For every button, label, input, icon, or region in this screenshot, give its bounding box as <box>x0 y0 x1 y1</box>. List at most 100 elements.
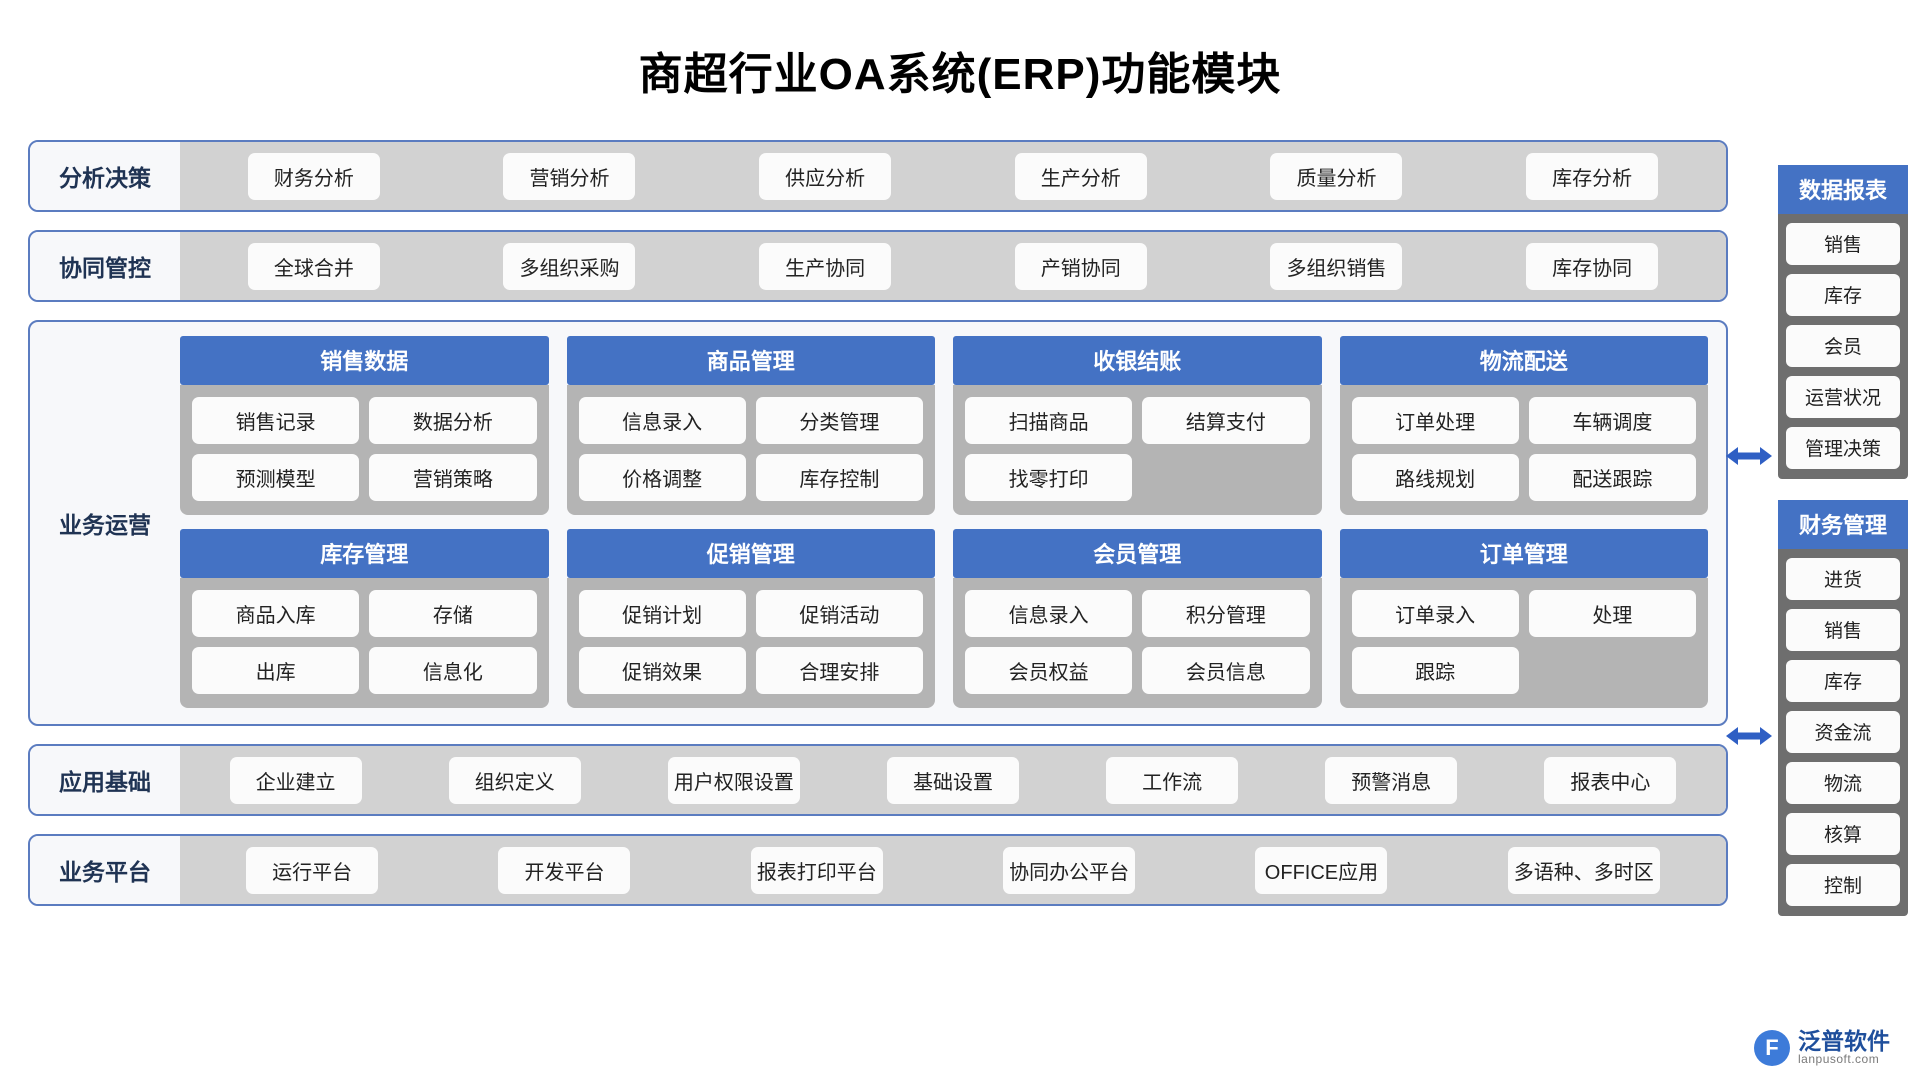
card-inventory-title: 库存管理 <box>180 529 549 578</box>
chip-collab-0[interactable]: 全球合并 <box>247 242 380 290</box>
chip-promotion-1[interactable]: 促销活动 <box>755 590 923 637</box>
chip-member-2[interactable]: 会员权益 <box>965 647 1133 694</box>
chip-logistics-1[interactable]: 车辆调度 <box>1528 397 1696 444</box>
sidebar-item-reports-4[interactable]: 管理决策 <box>1786 427 1900 469</box>
chip-inventory-2[interactable]: 出库 <box>192 647 360 694</box>
sidebar-item-finance-2[interactable]: 库存 <box>1786 660 1900 702</box>
sidebar-item-finance-6[interactable]: 控制 <box>1786 864 1900 906</box>
row-application-base-label: 应用基础 <box>30 746 180 814</box>
row-business-platform-items: 运行平台 开发平台 报表打印平台 协同办公平台 OFFICE应用 多语种、多时区 <box>180 836 1726 904</box>
sidebar-item-finance-3[interactable]: 资金流 <box>1786 711 1900 753</box>
chip-product-0[interactable]: 信息录入 <box>578 397 746 444</box>
chip-analysis-4[interactable]: 质量分析 <box>1270 152 1403 200</box>
card-logistics-title: 物流配送 <box>1339 336 1708 385</box>
chip-product-3[interactable]: 库存控制 <box>755 454 923 501</box>
card-product-management: 商品管理 信息录入 分类管理 价格调整 库存控制 <box>566 336 935 515</box>
chip-sales-3[interactable]: 营销策略 <box>369 454 537 501</box>
chip-sales-2[interactable]: 预测模型 <box>192 454 360 501</box>
chip-member-0[interactable]: 信息录入 <box>965 590 1133 637</box>
row-business-platform: 业务平台 运行平台 开发平台 报表打印平台 协同办公平台 OFFICE应用 多语… <box>28 834 1728 906</box>
chip-sales-0[interactable]: 销售记录 <box>192 397 360 444</box>
logo-company-url: lanpusoft.com <box>1798 1052 1880 1067</box>
sidebar-item-finance-4[interactable]: 物流 <box>1786 762 1900 804</box>
chip-collab-2[interactable]: 生产协同 <box>759 242 892 290</box>
card-promotion-items: 促销计划 促销活动 促销效果 合理安排 <box>566 578 935 708</box>
card-order-management: 订单管理 订单录入 处理 跟踪 <box>1339 529 1708 708</box>
chip-logistics-3[interactable]: 配送跟踪 <box>1528 454 1696 501</box>
chip-inventory-3[interactable]: 信息化 <box>369 647 537 694</box>
chip-platform-1[interactable]: 开发平台 <box>498 846 631 894</box>
chip-sales-1[interactable]: 数据分析 <box>369 397 537 444</box>
chip-logistics-2[interactable]: 路线规划 <box>1351 454 1519 501</box>
page-title: 商超行业OA系统(ERP)功能模块 <box>638 50 1282 99</box>
row-collaboration-items: 全球合并 多组织采购 生产协同 产销协同 多组织销售 库存协同 <box>180 232 1726 300</box>
card-order-management-items: 订单录入 处理 跟踪 <box>1339 578 1708 708</box>
chip-product-1[interactable]: 分类管理 <box>755 397 923 444</box>
card-product-management-items: 信息录入 分类管理 价格调整 库存控制 <box>566 385 935 515</box>
sidebar-item-reports-1[interactable]: 库存 <box>1786 274 1900 316</box>
chip-collab-4[interactable]: 多组织销售 <box>1270 242 1403 290</box>
chip-product-2[interactable]: 价格调整 <box>578 454 746 501</box>
brand-logo: F 泛普软件 lanpusoft.com <box>1754 1029 1890 1066</box>
card-checkout: 收银结账 扫描商品 结算支付 找零打印 <box>953 336 1322 515</box>
row-collaboration: 协同管控 全球合并 多组织采购 生产协同 产销协同 多组织销售 库存协同 <box>28 230 1728 302</box>
chip-inventory-1[interactable]: 存储 <box>369 590 537 637</box>
chip-appbase-6[interactable]: 报表中心 <box>1544 756 1677 804</box>
chip-analysis-1[interactable]: 营销分析 <box>503 152 636 200</box>
row-analysis-label: 分析决策 <box>30 142 180 210</box>
card-membership-items: 信息录入 积分管理 会员权益 会员信息 <box>953 578 1322 708</box>
card-membership: 会员管理 信息录入 积分管理 会员权益 会员信息 <box>953 529 1322 708</box>
chip-promotion-2[interactable]: 促销效果 <box>578 647 746 694</box>
double-arrow-icon-top <box>1726 447 1772 465</box>
chip-logistics-0[interactable]: 订单处理 <box>1351 397 1519 444</box>
chip-member-1[interactable]: 积分管理 <box>1142 590 1310 637</box>
chip-platform-3[interactable]: 协同办公平台 <box>1003 846 1136 894</box>
chip-appbase-0[interactable]: 企业建立 <box>229 756 362 804</box>
chip-checkout-1[interactable]: 结算支付 <box>1142 397 1310 444</box>
sidebar-item-reports-3[interactable]: 运营状况 <box>1786 376 1900 418</box>
chip-appbase-2[interactable]: 用户权限设置 <box>667 756 800 804</box>
chip-appbase-5[interactable]: 预警消息 <box>1325 756 1458 804</box>
chip-order-0[interactable]: 订单录入 <box>1351 590 1519 637</box>
chip-analysis-3[interactable]: 生产分析 <box>1014 152 1147 200</box>
chip-appbase-4[interactable]: 工作流 <box>1106 756 1239 804</box>
chip-analysis-0[interactable]: 财务分析 <box>247 152 380 200</box>
sidebar-item-reports-2[interactable]: 会员 <box>1786 325 1900 367</box>
chip-order-1[interactable]: 处理 <box>1528 590 1696 637</box>
chip-promotion-3[interactable]: 合理安排 <box>755 647 923 694</box>
chip-order-2[interactable]: 跟踪 <box>1351 647 1519 694</box>
chip-collab-3[interactable]: 产销协同 <box>1014 242 1147 290</box>
card-promotion-title: 促销管理 <box>566 529 935 578</box>
chip-collab-1[interactable]: 多组织采购 <box>503 242 636 290</box>
chip-member-3[interactable]: 会员信息 <box>1142 647 1310 694</box>
chip-platform-2[interactable]: 报表打印平台 <box>750 846 883 894</box>
card-checkout-items: 扫描商品 结算支付 找零打印 <box>953 385 1322 515</box>
chip-checkout-0[interactable]: 扫描商品 <box>965 397 1133 444</box>
card-inventory: 库存管理 商品入库 存储 出库 信息化 <box>180 529 549 708</box>
chip-inventory-0[interactable]: 商品入库 <box>192 590 360 637</box>
logo-text: 泛普软件 lanpusoft.com <box>1798 1029 1890 1066</box>
chip-analysis-2[interactable]: 供应分析 <box>759 152 892 200</box>
card-sales-data: 销售数据 销售记录 数据分析 预测模型 营销策略 <box>180 336 549 515</box>
sidebar-item-reports-0[interactable]: 销售 <box>1786 223 1900 265</box>
card-logistics-items: 订单处理 车辆调度 路线规划 配送跟踪 <box>1339 385 1708 515</box>
chip-appbase-1[interactable]: 组织定义 <box>448 756 581 804</box>
sidebar-item-finance-0[interactable]: 进货 <box>1786 558 1900 600</box>
logo-company-name: 泛普软件 <box>1798 1028 1890 1055</box>
sidebar-item-finance-5[interactable]: 核算 <box>1786 813 1900 855</box>
operations-card-grid: 销售数据 销售记录 数据分析 预测模型 营销策略 商品管理 信息录入 分类管理 … <box>180 322 1726 724</box>
sidebar-item-finance-1[interactable]: 销售 <box>1786 609 1900 651</box>
chip-platform-5[interactable]: 多语种、多时区 <box>1507 846 1660 894</box>
row-business-platform-label: 业务平台 <box>30 836 180 904</box>
chip-promotion-0[interactable]: 促销计划 <box>578 590 746 637</box>
card-sales-data-items: 销售记录 数据分析 预测模型 营销策略 <box>180 385 549 515</box>
chip-checkout-2[interactable]: 找零打印 <box>965 454 1133 501</box>
card-promotion: 促销管理 促销计划 促销活动 促销效果 合理安排 <box>566 529 935 708</box>
chip-appbase-3[interactable]: 基础设置 <box>886 756 1019 804</box>
chip-platform-4[interactable]: OFFICE应用 <box>1255 846 1388 894</box>
row-collaboration-label: 协同管控 <box>30 232 180 300</box>
chip-analysis-5[interactable]: 库存分析 <box>1526 152 1659 200</box>
chip-platform-0[interactable]: 运行平台 <box>246 846 379 894</box>
chip-collab-5[interactable]: 库存协同 <box>1526 242 1659 290</box>
